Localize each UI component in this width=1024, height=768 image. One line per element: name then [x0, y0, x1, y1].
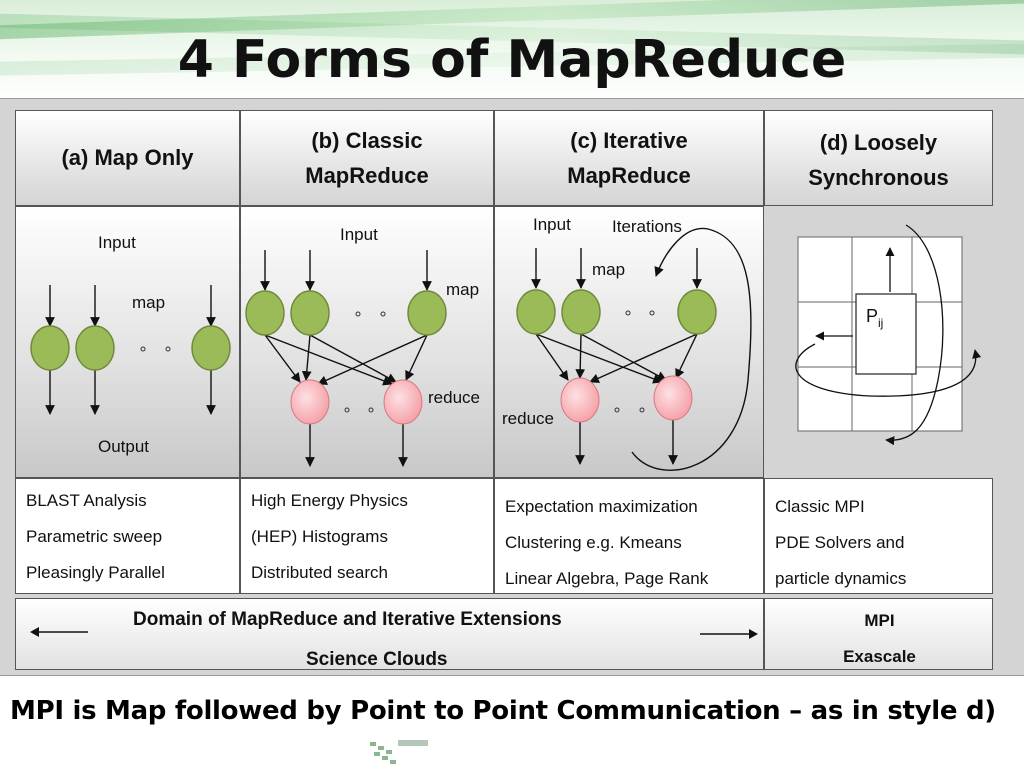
pij-label: Pij [866, 306, 883, 330]
c-reduce-node [653, 375, 693, 421]
a-input-label: Input [98, 233, 136, 252]
app-item: PDE Solvers and [775, 533, 905, 552]
title-banner [0, 0, 1024, 100]
app-item: particle dynamics [775, 569, 907, 588]
c-iterations-label: Iterations [612, 217, 682, 236]
apps-loosely-synchronous: Classic MPI PDE Solvers and particle dyn… [764, 478, 993, 594]
b-input-label: Input [340, 225, 378, 244]
header-c-line1: (c) Iterative [570, 127, 688, 153]
a-map-node [75, 325, 115, 371]
app-item: Clustering e.g. Kmeans [505, 533, 682, 552]
header-d-line1: (d) Loosely [819, 130, 938, 155]
mpi-title: MPI [864, 611, 895, 630]
app-item: Pleasingly Parallel [26, 563, 165, 582]
diagram-iterative-box [494, 206, 764, 478]
c-map-node [561, 289, 601, 335]
apps-map-only: BLAST Analysis Parametric sweep Pleasing… [15, 478, 240, 594]
c-map-label: map [592, 260, 625, 279]
domain-mapreduce-box: Domain of MapReduce and Iterative Extens… [15, 598, 764, 670]
right-arrow-icon [700, 629, 758, 639]
slide-footer: MPI is Map followed by Point to Point Co… [10, 696, 996, 726]
app-item: Classic MPI [775, 497, 865, 516]
classic-diagram: Input map reduce [245, 225, 480, 467]
header-iterative-mapreduce: (c) Iterative MapReduce [494, 110, 764, 206]
b-reduce-label: reduce [428, 388, 480, 407]
mpi-subtitle: Exascale [843, 647, 916, 666]
domain-mpi-box: MPI Exascale [764, 598, 993, 670]
header-d-line2: Synchronous [808, 165, 949, 191]
app-item: Distributed search [251, 563, 389, 582]
b-reduce-node [290, 379, 330, 425]
header-c-line2: MapReduce [567, 163, 691, 188]
domain-subtitle: Science Clouds [306, 649, 448, 670]
app-item: (HEP) Histograms [251, 527, 388, 546]
iterative-diagram: Input Iterations map reduce [502, 215, 752, 471]
header-b-line1: (b) Classic [311, 127, 423, 153]
header-loosely-synchronous: (d) Loosely Synchronous [764, 110, 993, 206]
left-arrow-icon [30, 627, 88, 637]
b-map-node [407, 290, 447, 336]
app-item: Parametric sweep [26, 527, 163, 546]
slide-title: 4 Forms of MapReduce [177, 30, 847, 90]
loosely-synchronous-diagram: Pij [795, 224, 982, 446]
c-input-label: Input [533, 215, 571, 234]
header-classic-mapreduce: (b) Classic MapReduce [240, 110, 494, 206]
apps-classic: High Energy Physics (HEP) Histograms Dis… [240, 478, 494, 594]
app-item: BLAST Analysis [26, 491, 147, 510]
app-item: Expectation maximization [505, 497, 698, 516]
logo-icon [370, 740, 428, 764]
app-item: Linear Algebra, Page Rank [505, 569, 709, 588]
a-map-node [191, 325, 231, 371]
header-b-line2: MapReduce [305, 163, 429, 188]
a-map-node [30, 325, 70, 371]
b-reduce-node [383, 379, 423, 425]
c-reduce-label: reduce [502, 409, 554, 428]
header-map-only: (a) Map Only [15, 110, 240, 206]
app-item: High Energy Physics [251, 491, 408, 510]
domain-title: Domain of MapReduce and Iterative Extens… [133, 609, 562, 630]
apps-iterative: Expectation maximization Clustering e.g.… [494, 478, 764, 594]
a-output-label: Output [98, 437, 149, 456]
b-map-label: map [446, 280, 479, 299]
b-map-node [290, 290, 330, 336]
c-map-node [516, 289, 556, 335]
map-only-diagram: Input map Output [30, 233, 231, 456]
c-reduce-node [560, 377, 600, 423]
pij-cell [855, 293, 917, 375]
c-map-node [677, 289, 717, 335]
b-map-node [245, 290, 285, 336]
a-map-label: map [132, 293, 165, 312]
header-map-only-label: (a) Map Only [61, 145, 194, 171]
